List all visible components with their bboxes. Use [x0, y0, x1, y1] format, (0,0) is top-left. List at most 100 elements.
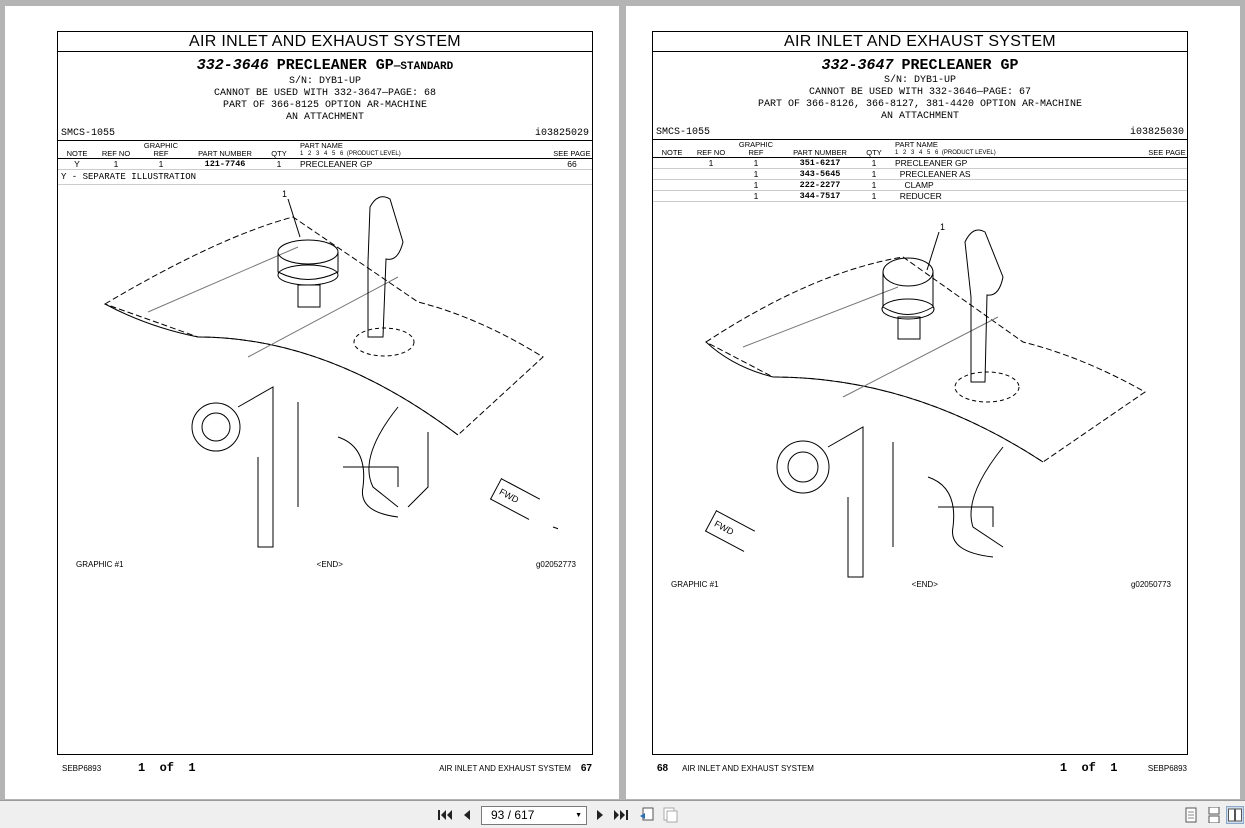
cell-ref-no [691, 190, 731, 202]
graphic-id: g02052773 [535, 560, 576, 569]
cell-note [653, 157, 691, 169]
cell-part-number[interactable]: 121-7746 [186, 158, 264, 170]
col-product-level: (PRODUCT LEVEL) [941, 150, 996, 156]
smcs-row: SMCS-1055 i03825029 [58, 124, 592, 141]
part-of-note: PART OF 366-8125 OPTION AR-MACHINE [222, 100, 428, 111]
cell-see-page [1147, 168, 1187, 180]
separate-illustration-note: Y - SEPARATE ILLUSTRATION [58, 170, 592, 185]
doc-id: i03825029 [534, 128, 589, 139]
col-ref-no: REF NO [96, 141, 136, 159]
publication-number: SEBP6893 [1147, 764, 1187, 773]
page-number-select[interactable]: 93 / 617▼ [481, 806, 587, 825]
callout-label: 1 [282, 189, 288, 199]
cell-note [653, 179, 691, 191]
cell-see-page[interactable]: 66 [552, 158, 592, 170]
system-title: AIR INLET AND EXHAUST SYSTEM [653, 32, 1187, 52]
page-footer: SEBP6893 1 of 1 AIR INLET AND EXHAUST SY… [62, 761, 592, 775]
parts-table-header: NOTE REF NO GRAPHIC REF PART NUMBER QTY … [58, 141, 592, 159]
next-page-icon[interactable] [591, 806, 609, 824]
cell-qty: 1 [859, 168, 889, 180]
cell-see-page [1147, 157, 1187, 169]
end-label: <END> [911, 580, 938, 589]
first-page-icon[interactable] [436, 806, 454, 824]
col-levels: 1 2 3 4 5 6 [895, 150, 940, 156]
graphic-label: GRAPHIC #1 [671, 580, 719, 589]
cell-qty: 1 [264, 158, 294, 170]
graphic-label: GRAPHIC #1 [76, 560, 124, 569]
smcs-code: SMCS-1055 [61, 128, 116, 139]
graphic-id: g02050773 [1130, 580, 1171, 589]
serial-range: S/N: DYB1-UP [883, 75, 956, 86]
cell-part-name: PRECLEANER GP [889, 157, 1147, 169]
cell-note [653, 190, 691, 202]
page-number: 67 [580, 763, 592, 774]
cell-note: Y [58, 158, 96, 170]
col-note: NOTE [58, 141, 96, 159]
col-graphic-ref: GRAPHIC REF [136, 141, 186, 159]
cell-graphic-ref: 1 [731, 190, 781, 202]
page-footer: 68 AIR INLET AND EXHAUST SYSTEM 1 of 1 S… [657, 761, 1187, 775]
cell-part-number[interactable]: 344-7517 [781, 190, 859, 202]
attachment-note: AN ATTACHMENT [285, 112, 364, 123]
cell-see-page [1147, 190, 1187, 202]
cell-part-number[interactable]: 222-2277 [781, 179, 859, 191]
table-row: 1 1 351-6217 1 PRECLEANER GP [653, 157, 1187, 169]
prev-page-icon[interactable] [458, 806, 476, 824]
cell-qty: 1 [859, 179, 889, 191]
group-header: 332-3647 PRECLEANER GP S/N: DYB1-UP CANNO… [653, 52, 1187, 123]
cell-graphic-ref: 1 [731, 179, 781, 191]
footer-section: AIR INLET AND EXHAUST SYSTEM [682, 764, 814, 773]
parts-illustration [103, 196, 558, 548]
cell-qty: 1 [859, 190, 889, 202]
sheet-count: 1 of 1 [138, 761, 196, 775]
single-page-view-icon[interactable] [1182, 806, 1200, 824]
group-name: PRECLEANER GP [276, 57, 394, 74]
group-number: 332-3647 [821, 57, 894, 74]
col-note: NOTE [653, 140, 691, 158]
last-page-icon[interactable] [612, 806, 630, 824]
history-back-icon[interactable] [638, 806, 656, 824]
system-title: AIR INLET AND EXHAUST SYSTEM [58, 32, 592, 52]
col-part-number: PART NUMBER [781, 140, 859, 158]
cannot-use-note: CANNOT BE USED WITH 332-3647—PAGE: 68 [213, 88, 437, 99]
fwd-label: FWD [497, 486, 521, 506]
group-name: PRECLEANER GP [901, 57, 1019, 74]
facing-pages-view-icon[interactable] [1226, 806, 1244, 824]
cell-part-name: PRECLEANER AS [889, 168, 1147, 180]
sheet-count: 1 of 1 [1059, 761, 1118, 775]
cell-qty: 1 [859, 157, 889, 169]
page-indicator: 93 / 617 [491, 808, 535, 822]
cell-ref-no [691, 179, 731, 191]
parts-illustration [705, 229, 1146, 578]
cell-ref-no [691, 168, 731, 180]
col-see-page: SEE PAGE [552, 141, 592, 159]
col-levels: 1 2 3 4 5 6 [300, 151, 345, 157]
cell-graphic-ref: 1 [731, 168, 781, 180]
cannot-use-note: CANNOT BE USED WITH 332-3646—PAGE: 67 [808, 87, 1032, 98]
table-row: 1 344-7517 1 REDUCER [653, 190, 1187, 202]
graphic-footer: GRAPHIC #1 <END> g02050773 [671, 580, 1171, 589]
parts-table: NOTE REF NO GRAPHIC REF PART NUMBER QTY … [58, 141, 592, 170]
cell-part-number[interactable]: 351-6217 [781, 157, 859, 169]
cell-part-number[interactable]: 343-5645 [781, 168, 859, 180]
cell-ref-no: 1 [691, 157, 731, 169]
doc-id: i03825030 [1129, 127, 1184, 138]
history-forward-icon[interactable] [661, 806, 679, 824]
table-row: 1 222-2277 1 CLAMP [653, 179, 1187, 191]
cell-part-name: PRECLEANER GP [294, 158, 552, 170]
cell-graphic-ref: 1 [731, 157, 781, 169]
col-part-name-label: PART NAME [300, 141, 343, 150]
parts-table-header: NOTE REF NO GRAPHIC REF PART NUMBER QTY … [653, 140, 1187, 158]
col-product-level: (PRODUCT LEVEL) [346, 151, 401, 157]
cell-part-name: CLAMP [889, 179, 1147, 191]
group-suffix: —STANDARD [393, 61, 454, 73]
continuous-view-icon[interactable] [1205, 806, 1223, 824]
cell-graphic-ref: 1 [136, 158, 186, 170]
